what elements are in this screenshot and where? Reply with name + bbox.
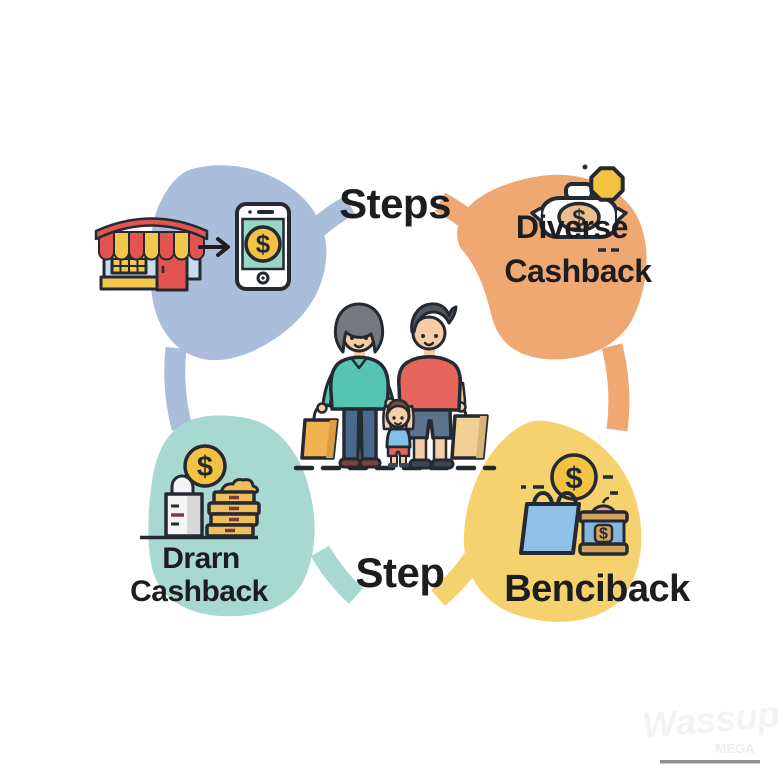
- ring-arc-right: [601, 343, 630, 432]
- label-diverse-cashback: Cashback: [504, 253, 652, 289]
- phone-coin-dollar: $: [256, 229, 271, 259]
- cycle-ring: [164, 192, 630, 607]
- mother-top: [329, 355, 390, 411]
- child-shorts: [386, 445, 411, 458]
- watermark-bar: [660, 760, 760, 764]
- child-hair: [386, 398, 411, 415]
- purse-dollar: $: [572, 205, 586, 232]
- arrow-right-icon: [198, 237, 230, 257]
- coin-stack-icon: $: [140, 444, 261, 540]
- watermark: Wassup MEGA: [641, 693, 781, 764]
- bag-jar-icon: $ $: [519, 453, 629, 556]
- label-drarn-cashback: Cashback: [130, 575, 269, 608]
- stack-coin-dollar: $: [197, 451, 213, 483]
- child-shirt: [385, 427, 412, 449]
- awning: [94, 217, 209, 261]
- octagon-coin: [589, 166, 625, 202]
- bagjar-coin-dollar: $: [565, 460, 582, 495]
- ring-arc-bottom-left: [310, 545, 364, 604]
- shopping-bag: [519, 502, 581, 555]
- child: [382, 398, 415, 468]
- label-step-bottom: Step: [355, 549, 444, 596]
- label-diverse: Diverse: [516, 209, 628, 245]
- mother-hair: [333, 302, 385, 354]
- label-drarn: Drarn: [162, 542, 240, 575]
- watermark-caption: MEGA: [716, 741, 756, 756]
- family-illustration: [293, 302, 497, 471]
- father-hair: [410, 302, 458, 334]
- storefront-icon: [94, 217, 209, 292]
- phone-coin: [244, 225, 282, 263]
- watermark-script: Wassup: [641, 693, 781, 746]
- stack-coin: [183, 444, 227, 488]
- label-benciback: Benciback: [504, 568, 691, 610]
- father-shirt: [397, 355, 462, 412]
- sparkle-dashes: [521, 475, 618, 495]
- mother: [300, 302, 396, 469]
- money-purse-icon: $: [530, 164, 628, 252]
- jar-dollar: $: [599, 526, 608, 543]
- father: [397, 302, 489, 470]
- label-steps-top: Steps: [339, 180, 451, 227]
- phone-cashback-icon: $: [235, 202, 291, 291]
- ring-arc-left: [164, 346, 193, 431]
